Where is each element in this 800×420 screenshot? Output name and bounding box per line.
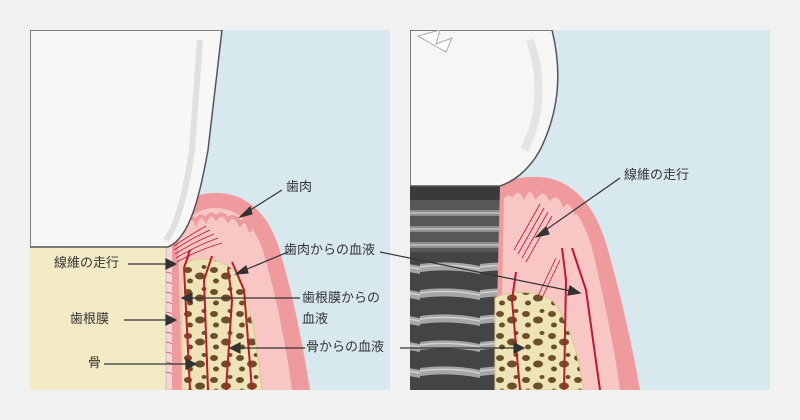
natural-tooth-panel [30,30,390,390]
tooth-root [30,240,170,390]
label-blood-from-pdl-line1: 歯根膜からの [302,291,381,306]
label-fiber-direction-right: 線維の走行 [624,168,690,183]
crown-shading [163,39,203,242]
implant-panel [410,30,770,390]
implant-rete-pegs [510,188,588,224]
implant-fibers [513,203,561,299]
implant-crown [410,30,559,187]
rete-pegs [184,212,252,232]
label-gingiva: 歯肉 [286,180,313,195]
tooth-crown [30,30,223,248]
label-blood-from-gingiva: 歯肉からの血液 [284,243,376,258]
label-blood-from-pdl-line2: 血液 [302,312,329,327]
gingival-fibers [173,225,223,263]
label-periodontal-ligament: 歯根膜 [70,312,110,327]
label-fiber-direction-left: 線維の走行 [54,256,120,271]
blood-vessels [182,249,253,390]
implant-vessels [510,247,601,390]
leader-lines [104,177,621,370]
crown-cusp [416,30,453,53]
implant-crown-shading [520,38,543,152]
label-blood-from-bone: 骨からの血液 [306,340,385,355]
label-bone: 骨 [88,356,102,371]
